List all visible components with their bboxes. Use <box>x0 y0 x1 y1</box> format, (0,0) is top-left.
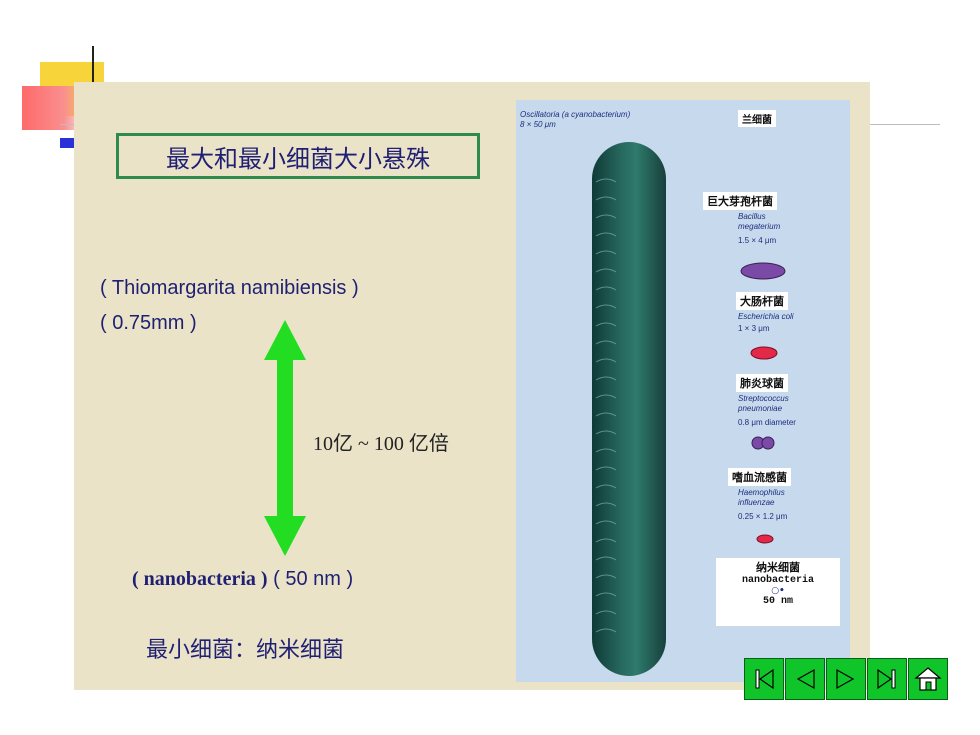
label-haemophilus-cn: 嗜血流感菌 <box>728 468 791 486</box>
smallest-bacterium-size: ( 50 nm ) <box>273 568 354 590</box>
label-haemophilus-size: 0.25 × 1.2 μm <box>738 512 788 521</box>
label-streptococcus-cn: 肺炎球菌 <box>736 374 788 392</box>
label-streptococcus-size: 0.8 μm diameter <box>738 418 796 427</box>
latin-line-1: Bacillus <box>738 212 766 221</box>
smallest-bacterium-name: ( nanobacteria ) <box>132 568 268 590</box>
label-haemophilus-latin: Haemophilus influenzae <box>738 488 785 508</box>
diplococcus-shape-icon <box>751 436 775 450</box>
label-ecoli-cn: 大肠杆菌 <box>736 292 788 310</box>
decorative-square-blue <box>60 138 78 148</box>
figure-caption-name: Oscillatoria (a cyanobacterium) <box>520 110 631 119</box>
largest-bacterium-name: ( Thiomargarita namibiensis ) <box>100 277 359 299</box>
latin-line-2: pneumoniae <box>738 404 783 413</box>
bacillus-shape-icon <box>740 262 786 280</box>
label-bacillus-latin: Bacillus megaterium <box>738 212 780 232</box>
label-ecoli-latin: Escherichia coli <box>738 312 794 321</box>
last-icon <box>877 668 896 690</box>
size-ratio-label: 10亿 ~ 100 亿倍 <box>313 433 449 455</box>
slide-title: 最大和最小细菌大小悬殊 <box>116 133 480 179</box>
next-slide-button[interactable] <box>826 658 866 700</box>
home-button[interactable] <box>908 658 948 700</box>
figure-top-caption: Oscillatoria (a cyanobacterium) 8 × 50 μ… <box>520 110 630 130</box>
largest-bacterium-size: ( 0.75mm ) <box>100 312 197 334</box>
label-streptococcus-latin: Streptococcus pneumoniae <box>738 394 789 414</box>
latin-line-1: Haemophilus <box>738 488 785 497</box>
first-slide-button[interactable] <box>744 658 784 700</box>
first-icon <box>755 668 774 690</box>
label-ecoli-size: 1 × 3 μm <box>738 324 770 333</box>
organism-segments-icon <box>595 178 617 633</box>
next-icon <box>836 668 855 690</box>
home-icon <box>914 667 942 691</box>
ecoli-shape-icon <box>750 346 778 360</box>
latin-line-2: megaterium <box>738 222 781 231</box>
label-nanobacteria-cn: 纳米细菌 <box>756 561 800 574</box>
latin-line-2: influenzae <box>738 498 775 507</box>
figure-top-label: 兰细菌 <box>738 110 776 127</box>
latin-line-1: Streptococcus <box>738 394 789 403</box>
previous-slide-button[interactable] <box>785 658 825 700</box>
nanobacteria-dots-icon: ○• <box>771 586 785 596</box>
last-slide-button[interactable] <box>867 658 907 700</box>
nanobacteria-card: 纳米细菌 nanobacteria ○• 50 nm <box>716 558 840 626</box>
previous-icon <box>796 668 815 690</box>
decorative-vertical-line <box>92 46 94 108</box>
double-arrow-icon <box>264 320 306 556</box>
oscillatoria-illustration <box>592 142 666 676</box>
label-nanobacteria-size: 50 nm <box>762 596 793 607</box>
label-bacillus-size: 1.5 × 4 μm <box>738 236 777 245</box>
slide-title-text: 最大和最小细菌大小悬殊 <box>166 144 430 173</box>
figure-caption-size: 8 × 50 μm <box>520 120 556 129</box>
smallest-bacterium-note: 最小细菌：纳米细菌 <box>146 638 345 663</box>
haemophilus-shape-icon <box>756 534 774 544</box>
label-bacillus-cn: 巨大芽孢杆菌 <box>703 192 777 210</box>
smallest-bacterium-label: ( nanobacteria ) ( 50 nm ) <box>132 568 353 591</box>
label-nanobacteria-latin: nanobacteria <box>741 575 814 586</box>
